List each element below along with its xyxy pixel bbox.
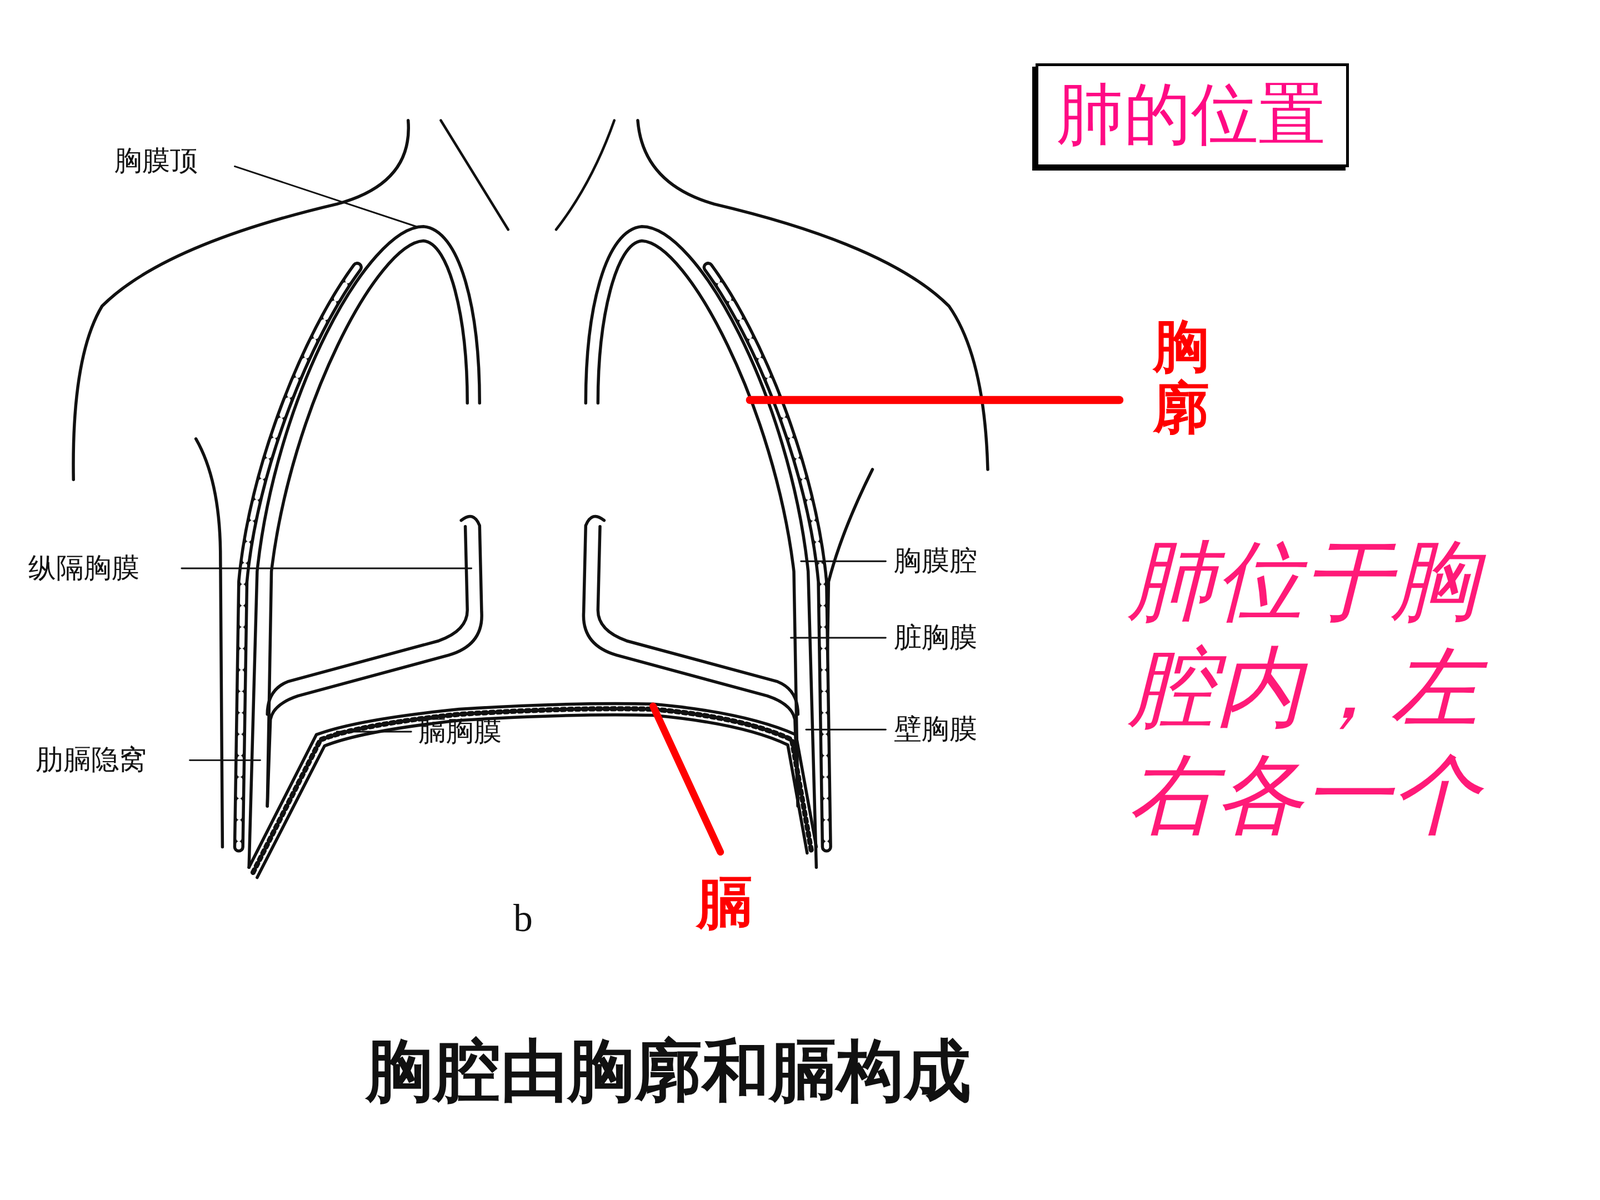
caption: 胸腔由胸廓和膈构成 — [366, 1032, 972, 1110]
red-pointer — [750, 396, 1120, 405]
part-name: 纵隔胸膜 — [28, 552, 140, 585]
title-box: 肺的位置 — [1035, 63, 1349, 168]
body-outline — [73, 120, 409, 480]
title-text: 肺的位置 — [1056, 76, 1328, 154]
leader-lines — [181, 166, 886, 760]
body-outline — [196, 438, 223, 848]
body-outline — [637, 120, 988, 470]
part-name: 肋膈隐窝 — [35, 744, 147, 777]
red-pointer — [653, 706, 721, 853]
part-name: 胸膜腔 — [893, 545, 978, 578]
structure-name: 膈 — [696, 870, 753, 935]
part-name: 膈胸膜 — [418, 715, 502, 748]
neck-line — [440, 120, 508, 230]
diaphragm — [257, 715, 808, 878]
figure-letter: b — [513, 896, 533, 941]
part-name: 壁胸膜 — [893, 713, 978, 746]
diaphragm-hatch — [253, 708, 812, 873]
part-name: 胸膜顶 — [114, 145, 198, 178]
part-name: 脏胸膜 — [893, 621, 978, 654]
body-outline — [824, 469, 873, 848]
note-text: 肺位于胸腔内，左右各一个 — [1127, 528, 1493, 850]
structure-name: 胸廓 — [1153, 315, 1210, 439]
lung-half — [238, 226, 482, 868]
neck-line — [556, 120, 615, 230]
